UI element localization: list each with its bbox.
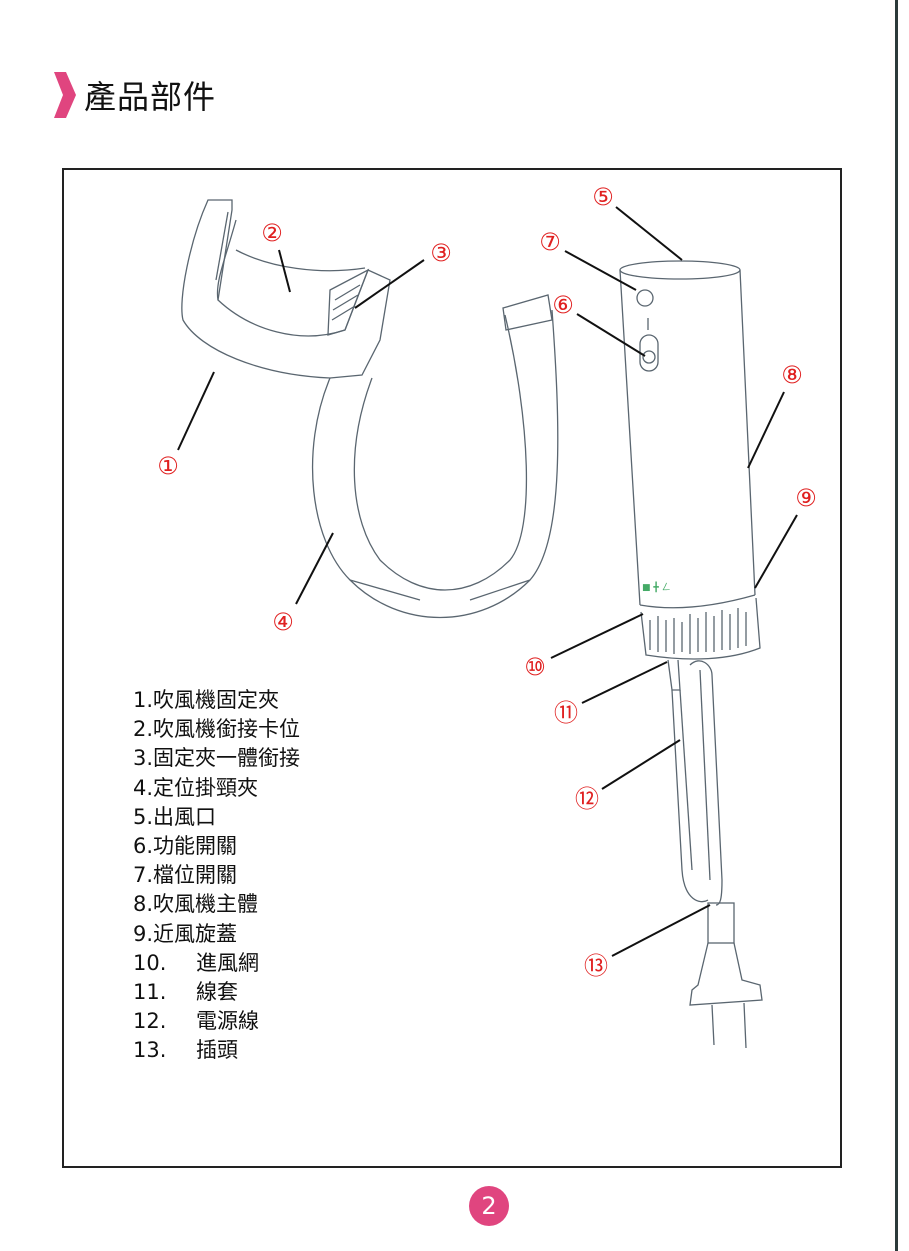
callout-1: ① (157, 452, 179, 480)
parts-legend: 1.吹風機固定夾 2.吹風機銜接卡位 3.固定夾一體銜接 4.定位掛頸夾 5.出… (133, 686, 300, 1066)
legend-item: 8.吹風機主體 (133, 890, 300, 919)
page-title: 產品部件 (84, 78, 217, 116)
legend-num: 2. (133, 717, 154, 742)
legend-item: 9.近風旋蓋 (133, 920, 300, 949)
legend-item: 13. 插頭 (133, 1036, 300, 1065)
legend-label: 近風旋蓋 (153, 921, 238, 946)
callout-13: ⑬ (584, 952, 608, 980)
legend-label: 電源線 (196, 1009, 259, 1034)
page-number-badge: 2 (469, 1186, 509, 1226)
callout-10: ⑩ (524, 653, 546, 681)
hairdryer-clip (181, 199, 391, 379)
legend-item: 5.出風口 (133, 803, 300, 832)
legend-label: 插頭 (196, 1038, 238, 1063)
legend-label: 定位掛頸夾 (153, 775, 259, 800)
legend-num: 12. (133, 1009, 167, 1034)
chevron-icon (54, 72, 76, 118)
legend-num: 10. (133, 950, 167, 975)
callout-4: ④ (272, 608, 294, 636)
legend-item: 6.功能開關 (133, 832, 300, 861)
legend-item: 3.固定夾一體銜接 (133, 744, 300, 773)
callout-3: ③ (430, 239, 452, 267)
callout-9: ⑨ (795, 484, 817, 512)
legend-label: 固定夾一體銜接 (153, 746, 301, 771)
callout-2: ② (261, 219, 283, 247)
page-edge-rule (895, 0, 898, 1251)
legend-num: 3. (133, 746, 154, 771)
section-header: 產品部件 (54, 72, 216, 118)
callout-8: ⑧ (781, 361, 803, 389)
callout-12: ⑫ (575, 785, 599, 813)
callout-11: ⑪ (554, 699, 578, 727)
dryer-body: ■ ╋ ㄥ (619, 260, 761, 660)
callout-6: ⑥ (552, 291, 574, 319)
legend-num: 9. (133, 921, 154, 946)
legend-label: 功能開關 (153, 834, 238, 859)
intake-grille (649, 608, 747, 654)
callout-5: ⑤ (592, 183, 614, 211)
legend-num: 1. (133, 688, 154, 712)
legend-num: 5. (133, 804, 154, 829)
legend-label: 吹風機固定夾 (153, 688, 280, 712)
legend-label: 吹風機主體 (153, 892, 259, 917)
legend-label: 線套 (196, 980, 238, 1005)
legend-item: 10. 進風網 (133, 949, 300, 978)
legend-num: 6. (133, 834, 154, 859)
legend-num: 4. (133, 775, 154, 800)
legend-num: 8. (133, 892, 154, 917)
leader-lines (177, 206, 798, 957)
brand-logo: ■ ╋ ㄥ (642, 581, 671, 593)
legend-item: 1.吹風機固定夾 (133, 686, 300, 715)
legend-item: 2.吹風機銜接卡位 (133, 715, 300, 744)
legend-item: 4.定位掛頸夾 (133, 774, 300, 803)
legend-label: 進風網 (196, 950, 259, 975)
diagram-frame (62, 168, 842, 1168)
legend-item: 7.檔位開關 (133, 861, 300, 890)
legend-num: 13. (133, 1038, 167, 1063)
legend-num: 7. (133, 863, 154, 888)
legend-item: 11. 線套 (133, 978, 300, 1007)
legend-label: 檔位開關 (153, 863, 238, 888)
legend-label: 出風口 (153, 804, 217, 829)
legend-label: 吹風機銜接卡位 (153, 717, 301, 742)
legend-num: 11. (133, 980, 167, 1005)
neck-hose (311, 294, 559, 618)
legend-item: 12. 電源線 (133, 1007, 300, 1036)
callout-7: ⑦ (539, 228, 561, 256)
power-cord (667, 659, 763, 1049)
